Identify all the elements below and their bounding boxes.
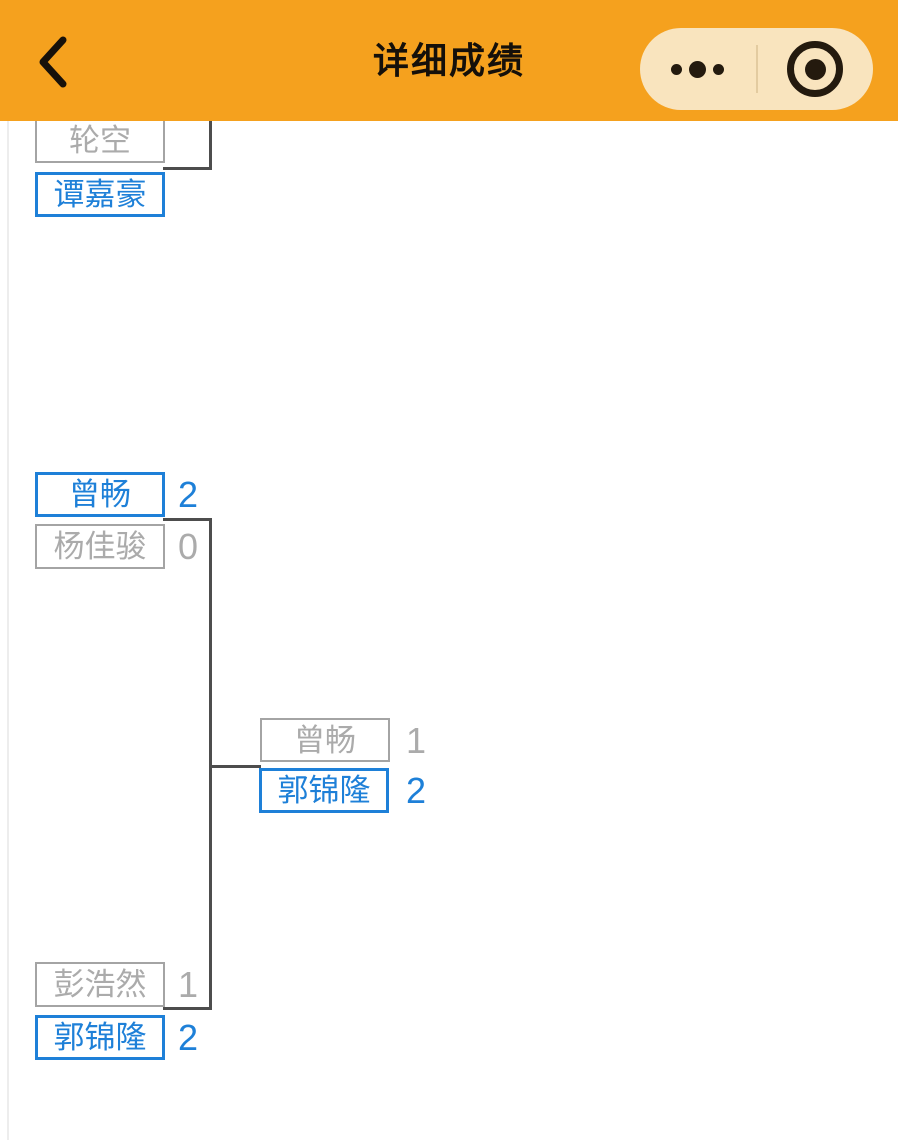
back-button[interactable] — [26, 34, 78, 90]
navigation-bar: 详细成绩 — [0, 0, 898, 121]
player-name: 谭嘉豪 — [53, 177, 147, 212]
dot — [689, 60, 707, 78]
bracket-connector — [163, 518, 212, 521]
match-score: 2 — [405, 770, 427, 811]
bracket-connector — [209, 121, 212, 170]
player-name: 郭锦隆 — [53, 1020, 147, 1055]
dot — [671, 63, 683, 75]
dot — [713, 63, 725, 75]
chevron-left-icon — [39, 36, 67, 88]
player-name: 轮空 — [69, 123, 131, 158]
player-box: 杨佳骏 — [35, 524, 165, 569]
player-name: 杨佳骏 — [53, 529, 147, 564]
ellipsis-icon — [671, 60, 725, 78]
match-score: 2 — [177, 474, 199, 515]
player-box: 彭浩然 — [35, 962, 165, 1007]
match-score: 1 — [177, 964, 199, 1005]
capsule-divider — [755, 45, 758, 93]
player-name: 郭锦隆 — [277, 773, 371, 808]
player-box: 曾畅 — [35, 472, 165, 517]
bracket-connector — [163, 1007, 212, 1010]
bracket-connector — [209, 518, 212, 1010]
player-box: 谭嘉豪 — [35, 172, 165, 217]
bracket-connector — [209, 765, 261, 768]
record-circle-icon — [787, 41, 844, 97]
capsule-menu — [640, 28, 873, 110]
record-circle-core — [804, 58, 826, 80]
match-score: 2 — [177, 1017, 199, 1058]
left-edge-line — [7, 121, 9, 1140]
player-name: 曾畅 — [69, 477, 131, 512]
player-box: 曾畅 — [260, 718, 390, 762]
player-name: 曾畅 — [294, 722, 356, 758]
match-score: 0 — [177, 526, 199, 567]
player-box: 轮空 — [35, 118, 165, 163]
player-box: 郭锦隆 — [259, 768, 389, 813]
match-score: 1 — [405, 720, 427, 761]
bracket-connector — [163, 167, 212, 170]
player-name: 彭浩然 — [53, 967, 147, 1002]
exit-button[interactable] — [758, 28, 874, 110]
more-button[interactable] — [640, 28, 756, 110]
player-box: 郭锦隆 — [35, 1015, 165, 1060]
page-title: 详细成绩 — [372, 40, 525, 81]
